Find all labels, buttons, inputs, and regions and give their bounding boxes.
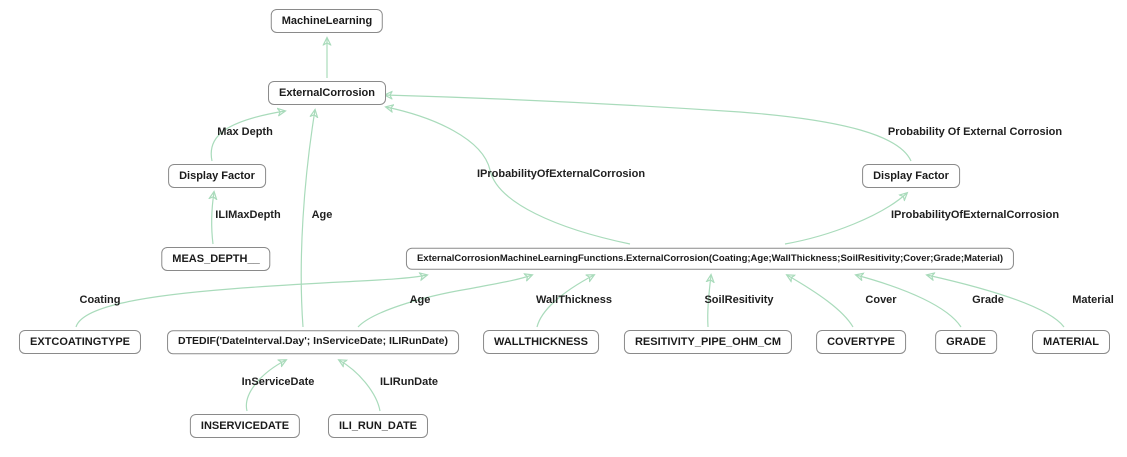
edge-label-iprobability-left: IProbabilityOfExternalCorrosion	[476, 168, 646, 180]
node-grade[interactable]: GRADE	[935, 329, 997, 355]
node-wallthickness[interactable]: WALLTHICKNESS	[483, 329, 599, 355]
edge-label-grade: Grade	[972, 294, 1004, 306]
node-covertype[interactable]: COVERTYPE	[816, 329, 906, 355]
edge-label-max-depth: Max Depth	[217, 126, 273, 138]
edge-dtedif-externalcorrosion	[300, 110, 315, 328]
edge-grade-mlfunction	[856, 275, 962, 328]
edge-ilirundate-dtedif	[339, 360, 381, 412]
edge-resitivity-mlfunction	[708, 275, 711, 328]
edge-covertype-mlfunction	[787, 275, 854, 328]
edge-displayfactorleft-externalcorrosion	[210, 111, 285, 162]
edge-material-mlfunction	[927, 275, 1065, 328]
node-extcoatingtype[interactable]: EXTCOATINGTYPE	[18, 329, 142, 355]
edge-mlfunction-displayfactorright	[784, 193, 907, 245]
edge-dtedif-mlfunction	[357, 275, 532, 328]
node-machinelearning[interactable]: MachineLearning	[270, 8, 384, 34]
edge-label-soilresitivity: SoilResitivity	[704, 294, 774, 306]
edge-label-iprobability-right: IProbabilityOfExternalCorrosion	[890, 209, 1060, 221]
node-display-factor-right[interactable]: Display Factor	[862, 163, 960, 189]
edge-label-age-top: Age	[311, 209, 333, 221]
node-material[interactable]: MATERIAL	[1031, 329, 1111, 355]
edge-label-material: Material	[1072, 294, 1114, 306]
node-externalcorrosion[interactable]: ExternalCorrosion	[268, 80, 386, 106]
edge-label-cover: Cover	[865, 294, 897, 306]
node-inservicedate[interactable]: INSERVICEDATE	[189, 413, 301, 439]
edge-mlfunction-externalcorrosion	[386, 107, 631, 245]
node-meas-depth[interactable]: MEAS_DEPTH__	[161, 246, 271, 272]
edge-label-inservicedate: InServiceDate	[241, 376, 315, 388]
node-ml-function[interactable]: ExternalCorrosionMachineLearningFunction…	[405, 247, 1015, 271]
edge-measdepth-displayfactorleft	[212, 192, 214, 245]
node-ili-run-date[interactable]: ILI_RUN_DATE	[327, 413, 429, 439]
edge-label-ilirundate: ILIRunDate	[379, 376, 439, 388]
node-display-factor-left[interactable]: Display Factor	[168, 163, 266, 189]
edge-label-ilimaxdepth: ILIMaxDepth	[215, 209, 281, 221]
edge-label-probability-of-external-corrosion: Probability Of External Corrosion	[887, 126, 1063, 138]
edge-label-age-bottom: Age	[409, 294, 431, 306]
edge-label-wallthickness: WallThickness	[535, 294, 613, 306]
edge-displayfactorright-externalcorrosion	[385, 95, 912, 162]
edge-extcoatingtype-mlfunction	[75, 275, 427, 328]
node-resitivity-pipe-ohm-cm[interactable]: RESITIVITY_PIPE_OHM_CM	[623, 329, 793, 355]
edge-wallthickness-mlfunction	[536, 275, 594, 328]
edge-label-coating: Coating	[79, 294, 121, 306]
node-dtedif[interactable]: DTEDIF('DateInterval.Day'; InServiceDate…	[167, 330, 459, 354]
edge-inservicedate-dtedif	[245, 360, 286, 412]
